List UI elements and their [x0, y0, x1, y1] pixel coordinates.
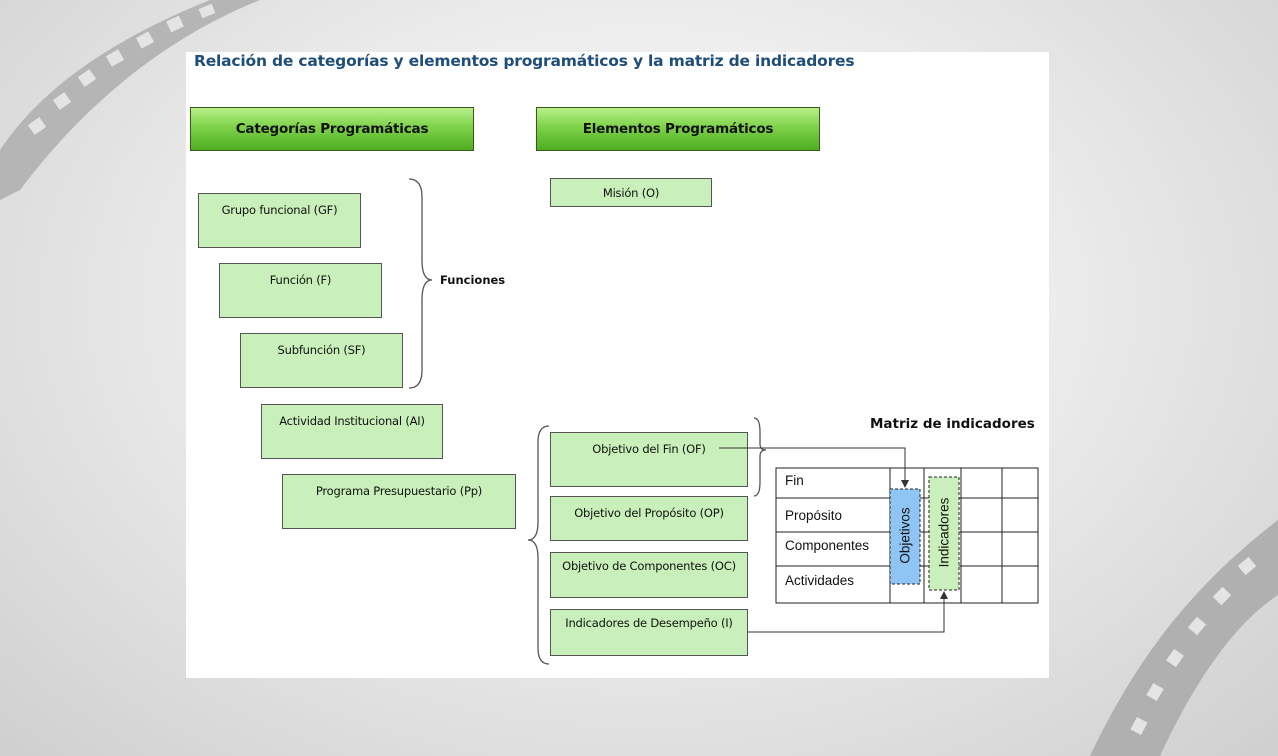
objetivos-left-brace [527, 425, 550, 665]
label-funciones: Funciones [440, 273, 506, 287]
objetivos-column [889, 488, 921, 585]
arrow-indicadores-to-column [748, 591, 948, 633]
matriz-objetivos-label: Objetivos [897, 507, 913, 564]
matriz-indicadores-label: Indicadores [936, 497, 952, 568]
diagram-title: Relación de categorías y elementos progr… [194, 52, 855, 70]
objetivos-right-brace [753, 417, 767, 497]
box-actividad-institucional: Actividad Institucional (AI) [261, 404, 443, 459]
film-strip-decoration-bottom-right [1090, 520, 1278, 756]
box-mision: Misión (O) [550, 178, 712, 207]
box-funcion: Función (F) [219, 263, 382, 318]
matriz-title: Matriz de indicadores [870, 416, 1035, 432]
matriz-row-fin: Fin [785, 473, 804, 488]
funciones-brace [408, 178, 433, 389]
indicadores-column [928, 476, 960, 591]
box-objetivo-fin: Objetivo del Fin (OF) [550, 432, 748, 487]
box-objetivo-componentes: Objetivo de Componentes (OC) [550, 552, 748, 598]
box-indicadores-desempeno: Indicadores de Desempeño (I) [550, 609, 748, 656]
arrow-fin-to-objetivos [719, 447, 909, 488]
matriz-row-actividades: Actividades [785, 573, 855, 588]
box-subfuncion: Subfunción (SF) [240, 333, 403, 388]
matriz-row-componentes: Componentes [785, 538, 870, 553]
header-categorias: Categorías Programáticas [190, 107, 474, 151]
diagram-slide: Relación de categorías y elementos progr… [186, 52, 1049, 678]
header-elementos: Elementos Programáticos [536, 107, 820, 151]
box-programa-presupuestario: Programa Presupuestario (Pp) [282, 474, 516, 529]
matriz-row-proposito: Propósito [785, 508, 843, 523]
diagram-connectors [408, 178, 1039, 665]
box-objetivo-proposito: Objetivo del Propósito (OP) [550, 496, 748, 541]
film-strip-decoration-top-left [0, 0, 260, 200]
box-grupo-funcional: Grupo funcional (GF) [198, 193, 361, 248]
